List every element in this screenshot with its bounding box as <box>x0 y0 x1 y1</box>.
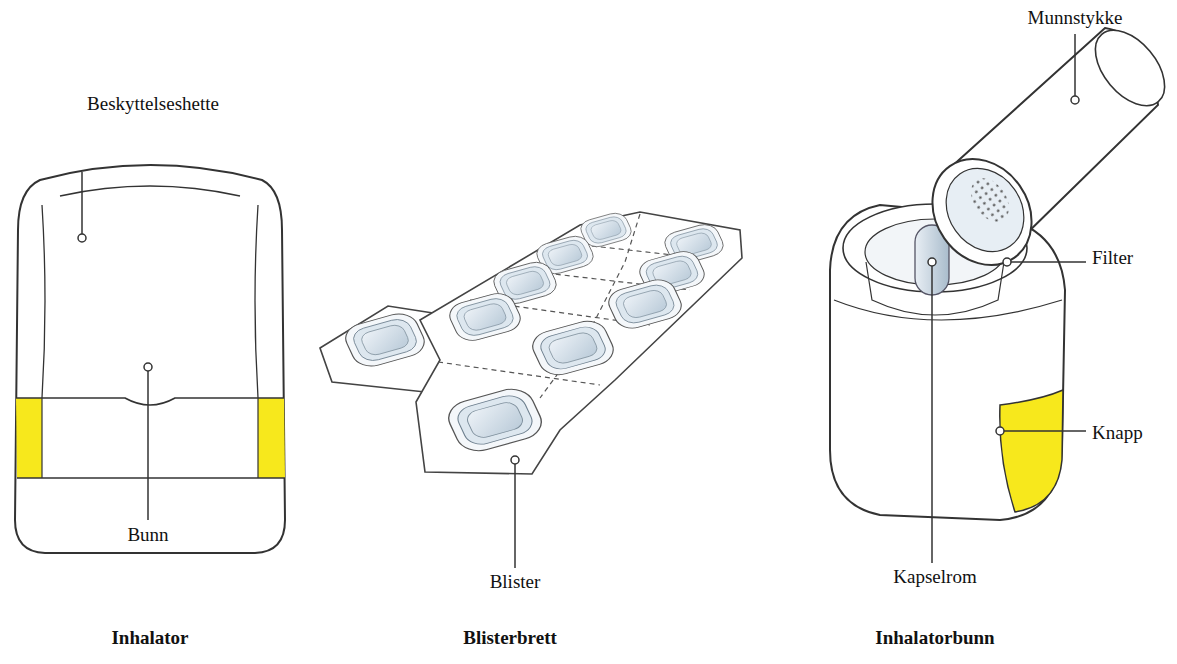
part-label: Filter <box>1092 247 1133 269</box>
part-label: Beskyttelseshette <box>87 93 219 115</box>
part-label: Bunn <box>127 524 168 546</box>
leader-lines <box>78 34 1086 568</box>
blister-tray <box>320 211 742 474</box>
part-label: Kapselrom <box>893 566 976 588</box>
figure-caption: Inhalatorbunn <box>875 627 994 649</box>
inhaler-base <box>830 204 1065 520</box>
figure-caption: Inhalator <box>111 627 188 649</box>
mouthpiece <box>912 18 1177 285</box>
figure-caption: Blisterbrett <box>463 627 557 649</box>
part-label: Knapp <box>1092 422 1143 444</box>
inhaler-closed <box>15 165 285 553</box>
part-label: Blister <box>490 571 541 593</box>
part-label: Munnstykke <box>1028 7 1123 29</box>
